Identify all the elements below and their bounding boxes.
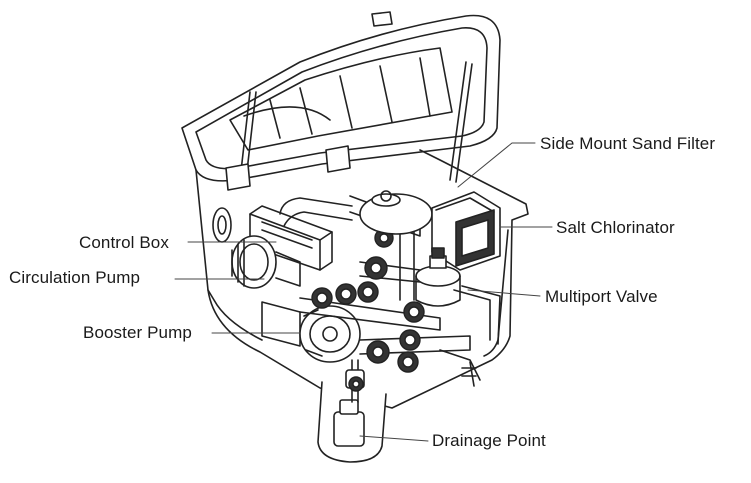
booster-pump xyxy=(261,301,361,363)
leader-drainage-point xyxy=(359,435,429,442)
label-booster-pump: Booster Pump xyxy=(83,323,192,342)
label-circulation-pump: Circulation Pump xyxy=(9,268,141,287)
circulation-pump xyxy=(231,235,301,289)
label-multiport-valve: Multiport Valve xyxy=(545,287,658,306)
label-drainage-point: Drainage Point xyxy=(432,431,546,450)
leader-lines xyxy=(174,142,553,442)
multiport-valve xyxy=(415,247,461,307)
label-side-mount-sand-filter: Side Mount Sand Filter xyxy=(540,134,716,153)
control-box xyxy=(249,205,333,271)
label-salt-chlorinator: Salt Chlorinator xyxy=(556,218,675,237)
salt-chlorinator xyxy=(431,191,501,271)
lid xyxy=(181,11,501,191)
label-control-box: Control Box xyxy=(79,233,169,252)
leader-side-mount-sand-filter xyxy=(457,142,536,188)
union-valves xyxy=(311,228,425,392)
leader-multiport-valve xyxy=(467,289,541,297)
drain-sump xyxy=(317,359,387,463)
sand-filter xyxy=(359,190,433,235)
